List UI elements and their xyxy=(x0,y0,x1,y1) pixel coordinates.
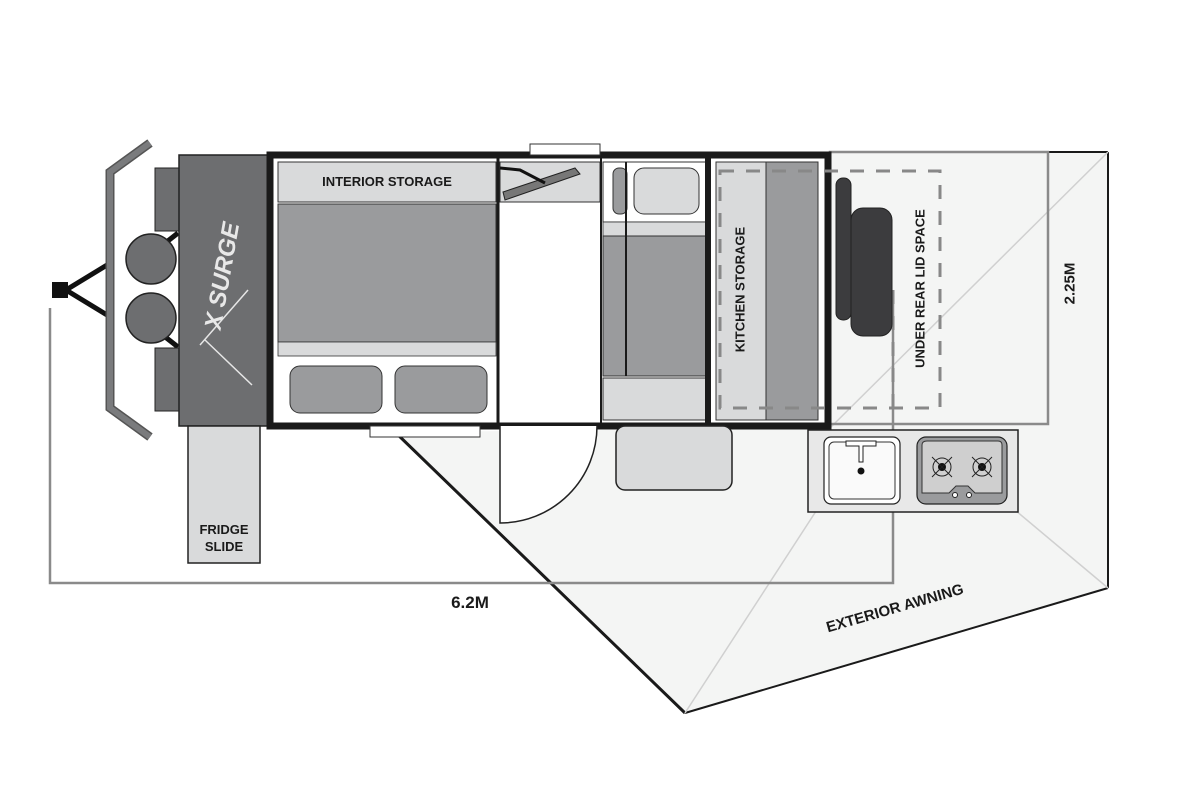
front-box-bottom xyxy=(154,347,182,412)
fridge-slide xyxy=(187,425,261,564)
pillow xyxy=(289,365,383,414)
sink-icon xyxy=(823,436,901,505)
window-bottom xyxy=(369,425,481,438)
pillow xyxy=(394,365,488,414)
bumper-bar xyxy=(105,139,153,441)
gas-bottle-icon xyxy=(125,292,177,344)
step xyxy=(615,425,733,491)
kitchen-storage-label: KITCHEN STORAGE xyxy=(732,226,748,353)
window-top xyxy=(529,143,601,156)
dinette xyxy=(602,235,707,377)
interior-storage xyxy=(277,161,497,203)
fridge-slide-line2: SLIDE xyxy=(204,539,244,554)
front-box-top xyxy=(154,167,182,232)
rear-chair xyxy=(850,207,893,337)
under-rear-lid-space-label: UNDER REAR LID SPACE xyxy=(912,209,928,368)
under-rear-lid-space xyxy=(718,169,942,410)
brand-logo xyxy=(199,289,253,386)
fridge-slide-label: FRIDGE SLIDE xyxy=(188,521,260,555)
stove-burner-icon xyxy=(916,436,1008,505)
front-toolbox xyxy=(178,154,269,427)
seat-cushion xyxy=(633,167,700,215)
kitchen-storage xyxy=(715,161,767,421)
interior-storage-label: INTERIOR STORAGE xyxy=(322,174,452,189)
length-dimension-label: 6.2M xyxy=(451,593,489,612)
bed xyxy=(277,203,497,343)
width-dimension-label: 2.25M xyxy=(1061,262,1079,305)
door-swing-icon xyxy=(499,425,598,524)
fridge-slide-line1: FRIDGE xyxy=(199,522,249,537)
gas-bottle-icon xyxy=(125,233,177,285)
